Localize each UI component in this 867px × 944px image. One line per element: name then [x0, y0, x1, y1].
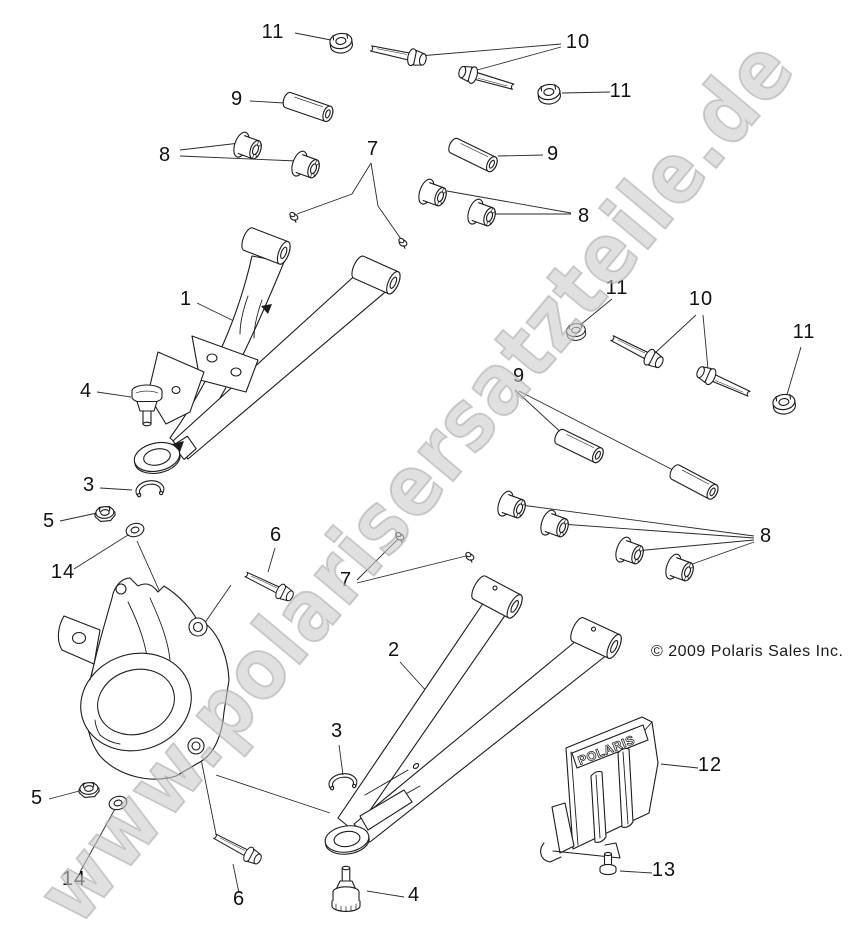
callout-11-label: 11: [793, 321, 816, 343]
steering-knuckle-drawing: [57, 577, 230, 780]
callout-9-label: 9: [513, 365, 525, 387]
callout-8-label: 8: [760, 525, 772, 547]
ball-joint-part: [331, 865, 361, 913]
callout-3-label: 3: [83, 474, 95, 496]
snap-ring-part: [134, 478, 166, 499]
callout-2-label: 2: [388, 639, 400, 661]
hex-nut-part: [93, 505, 117, 523]
lower-a-arm-drawing: [324, 575, 622, 855]
bushing-part: [612, 534, 648, 570]
leader-lines: [48, 32, 802, 898]
spacer-part: [552, 427, 606, 465]
spacer-part: [280, 90, 336, 124]
polaris-guard-drawing: POLARIS: [540, 716, 659, 863]
callout-7-label: 7: [367, 138, 379, 160]
flange-nut-part: [771, 392, 797, 416]
callout-5-label: 5: [31, 787, 43, 809]
bushing-part: [662, 551, 698, 587]
callout-10-label: 10: [566, 31, 590, 53]
callout-13-label: 13: [652, 859, 676, 881]
flange-nut-part: [536, 82, 562, 106]
callout-6-label: 6: [270, 524, 282, 546]
callout-11-label: 11: [606, 277, 629, 299]
copyright-text: © 2009 Polaris Sales Inc.: [651, 643, 843, 660]
callout-14-label: 14: [51, 561, 75, 583]
callout-8-label: 8: [159, 144, 171, 166]
spacer-part: [667, 462, 721, 502]
callout-11-label: 11: [262, 21, 285, 43]
bolt-part: [693, 362, 754, 403]
callout-8-label: 8: [578, 205, 590, 227]
callout-1-label: 1: [180, 288, 192, 310]
grease-fitting-part: [463, 551, 476, 563]
bolt-part: [368, 39, 429, 69]
bushing-part: [537, 507, 573, 543]
flange-nut-part: [328, 31, 354, 55]
washer-part: [124, 520, 146, 540]
callout-5-label: 5: [43, 510, 55, 532]
bushing-part: [288, 148, 324, 184]
callout-9-label: 9: [231, 88, 243, 110]
bushing-part: [415, 176, 451, 212]
bushing-part: [464, 196, 500, 232]
callout-12-label: 12: [698, 754, 722, 776]
grease-fitting-part: [287, 211, 300, 223]
callout-14-label: 14: [62, 868, 86, 890]
bushing-part: [494, 488, 530, 524]
callout-11-label: 11: [610, 80, 633, 102]
callout-7-label: 7: [340, 569, 352, 591]
spacer-part: [446, 136, 500, 174]
callout-10-label: 10: [689, 288, 713, 310]
callout-9-label: 9: [547, 143, 559, 165]
bolt-part: [210, 828, 265, 868]
upper-a-arm-drawing: [133, 227, 401, 475]
callout-6-label: 6: [233, 888, 245, 910]
callout-4-label: 4: [408, 884, 420, 906]
callout-4-label: 4: [80, 380, 92, 402]
grease-fitting-part: [396, 237, 409, 249]
callout-3-label: 3: [331, 720, 343, 742]
